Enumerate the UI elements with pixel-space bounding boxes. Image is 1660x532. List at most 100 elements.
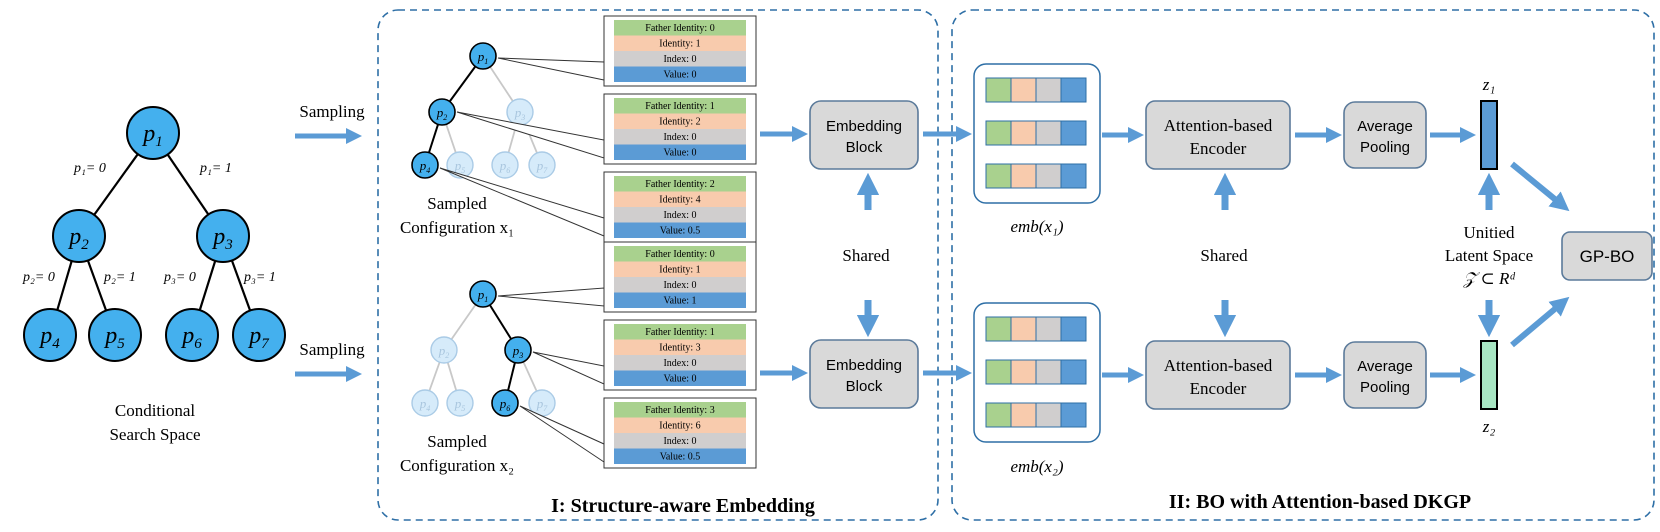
tree-node-p6: p6 xyxy=(165,308,219,362)
tree-node-p4: p4 xyxy=(23,308,77,362)
info-card-field: Value: 0.5 xyxy=(660,226,701,237)
x2-node-p1: p1 xyxy=(469,280,497,308)
info-card-field: Value: 0 xyxy=(663,70,696,81)
x1-node-p2: p2 xyxy=(428,98,456,126)
arrow-z2-to-gpbo xyxy=(1510,296,1570,348)
svg-text:p2: p2 xyxy=(438,343,450,360)
search-space-caption-line2: Search Space xyxy=(109,425,200,444)
attention-encoder-top: Attention-based Encoder xyxy=(1145,100,1291,170)
info-card-field: Identity: 4 xyxy=(659,195,700,206)
svg-text:p7: p7 xyxy=(536,158,549,175)
svg-text:p6: p6 xyxy=(499,396,511,413)
svg-text:p4: p4 xyxy=(38,323,60,352)
callout-pointers xyxy=(439,57,605,463)
x1-node-p3: p3 xyxy=(506,98,534,126)
emb-row xyxy=(985,77,1087,103)
svg-text:GP-BO: GP-BO xyxy=(1580,247,1635,266)
info-card-field: Father Identity: 0 xyxy=(645,249,714,260)
info-card-field: Father Identity: 0 xyxy=(645,23,714,34)
info-card-field: Index: 0 xyxy=(663,132,696,143)
info-card-field: Father Identity: 2 xyxy=(645,179,714,190)
svg-text:p3: p3 xyxy=(512,343,524,360)
section1-container xyxy=(377,9,939,521)
emb-rows xyxy=(985,77,1087,428)
section1-title: I: Structure-aware Embedding xyxy=(551,495,815,517)
info-card-field: Value: 0 xyxy=(663,148,696,159)
info-card-field: Index: 0 xyxy=(663,210,696,221)
embedding-block-top: Embedding Block xyxy=(809,100,919,170)
svg-text:p2: p2 xyxy=(67,224,89,253)
shared-label-1: Shared xyxy=(842,246,890,265)
info-card-field: Value: 0 xyxy=(663,374,696,385)
arrow-z1-to-gpbo xyxy=(1510,161,1570,212)
x2-node-p3: p3 xyxy=(504,336,532,364)
config-x1-label-line2: Configuration x₁ xyxy=(400,218,514,237)
section2-title: II: BO with Attention-based DKGP xyxy=(1169,491,1471,513)
x1-node-p7: p7 xyxy=(528,151,556,179)
embedding-block-bottom: Embedding Block xyxy=(809,339,919,409)
emb-row xyxy=(985,402,1087,428)
edge-label-p1-left: p₁= 0 xyxy=(73,161,106,176)
emb-x2-label: emb(x₂) xyxy=(1010,457,1063,476)
svg-text:p5: p5 xyxy=(454,396,466,413)
svg-text:p1: p1 xyxy=(477,49,489,66)
sampling-label-top: Sampling xyxy=(299,102,365,121)
svg-text:Encoder: Encoder xyxy=(1190,379,1247,398)
config-x2-label-line1: Sampled xyxy=(427,432,487,451)
x1-node-p1: p1 xyxy=(469,42,497,70)
svg-text:Embedding: Embedding xyxy=(826,118,902,135)
svg-text:Encoder: Encoder xyxy=(1190,139,1247,158)
latent-space-line1: Unitied xyxy=(1464,223,1515,242)
info-card-field: Father Identity: 1 xyxy=(645,327,714,338)
z2-label: z₂ xyxy=(1482,417,1496,436)
sampled-tree-x2: p1 p2 p3 p4 p5 p6 p7 Sampled Configurati… xyxy=(400,280,556,475)
info-card-field: Identity: 6 xyxy=(659,421,700,432)
sampled-tree-x1: p1 p2 p3 p4 p5 p6 p7 Sampled Configurati… xyxy=(400,42,556,237)
average-pooling-bottom: Average Pooling xyxy=(1343,341,1427,409)
search-space-caption-line1: Conditional xyxy=(115,401,196,420)
svg-text:p1: p1 xyxy=(477,287,489,304)
edge-label-p1-right: p₁= 1 xyxy=(199,161,232,176)
info-card-field: Value: 0.5 xyxy=(660,452,701,463)
svg-text:Embedding: Embedding xyxy=(826,357,902,374)
svg-text:Average: Average xyxy=(1357,118,1413,135)
sampling-label-bottom: Sampling xyxy=(299,340,365,359)
svg-text:Attention-based: Attention-based xyxy=(1164,116,1273,135)
svg-text:p3: p3 xyxy=(211,224,233,253)
info-card-field: Father Identity: 3 xyxy=(645,405,714,416)
svg-text:p4: p4 xyxy=(419,396,431,413)
z1-label: z₁ xyxy=(1482,75,1496,94)
search-space-tree: p1 p2 p3 p4 p5 p6 p7 p₁= 0 p₁= 1 xyxy=(22,106,286,444)
svg-text:p6: p6 xyxy=(499,158,511,175)
emb-row xyxy=(985,120,1087,146)
svg-text:p5: p5 xyxy=(454,158,466,175)
info-card-field: Index: 0 xyxy=(663,54,696,65)
info-card-field: Value: 1 xyxy=(663,296,696,307)
svg-text:Attention-based: Attention-based xyxy=(1164,356,1273,375)
x2-node-p6: p6 xyxy=(491,389,519,417)
x1-node-p4: p4 xyxy=(411,151,439,179)
info-card-field: Index: 0 xyxy=(663,436,696,447)
emb-row xyxy=(985,163,1087,189)
svg-text:p4: p4 xyxy=(419,158,431,175)
tree-node-p1: p1 xyxy=(126,106,180,160)
edge-label-p2-left: p₂= 0 xyxy=(22,270,55,285)
average-pooling-top: Average Pooling xyxy=(1343,101,1427,169)
tree-node-p7: p7 xyxy=(232,308,286,362)
x2-node-p4: p4 xyxy=(411,389,439,417)
info-card: Father Identity: 2 Identity: 4 Index: 0 Val… xyxy=(603,171,757,243)
info-card-field: Index: 0 xyxy=(663,358,696,369)
svg-text:Block: Block xyxy=(846,139,883,156)
x1-node-p6: p6 xyxy=(491,151,519,179)
svg-text:Pooling: Pooling xyxy=(1360,379,1410,396)
svg-text:p7: p7 xyxy=(536,396,549,413)
config-x1-label-line1: Sampled xyxy=(427,194,487,213)
svg-text:p2: p2 xyxy=(436,105,448,122)
z1-vector xyxy=(1480,100,1498,170)
tree-node-p5: p5 xyxy=(88,308,142,362)
edge-label-p2-right: p₂= 1 xyxy=(103,270,136,285)
